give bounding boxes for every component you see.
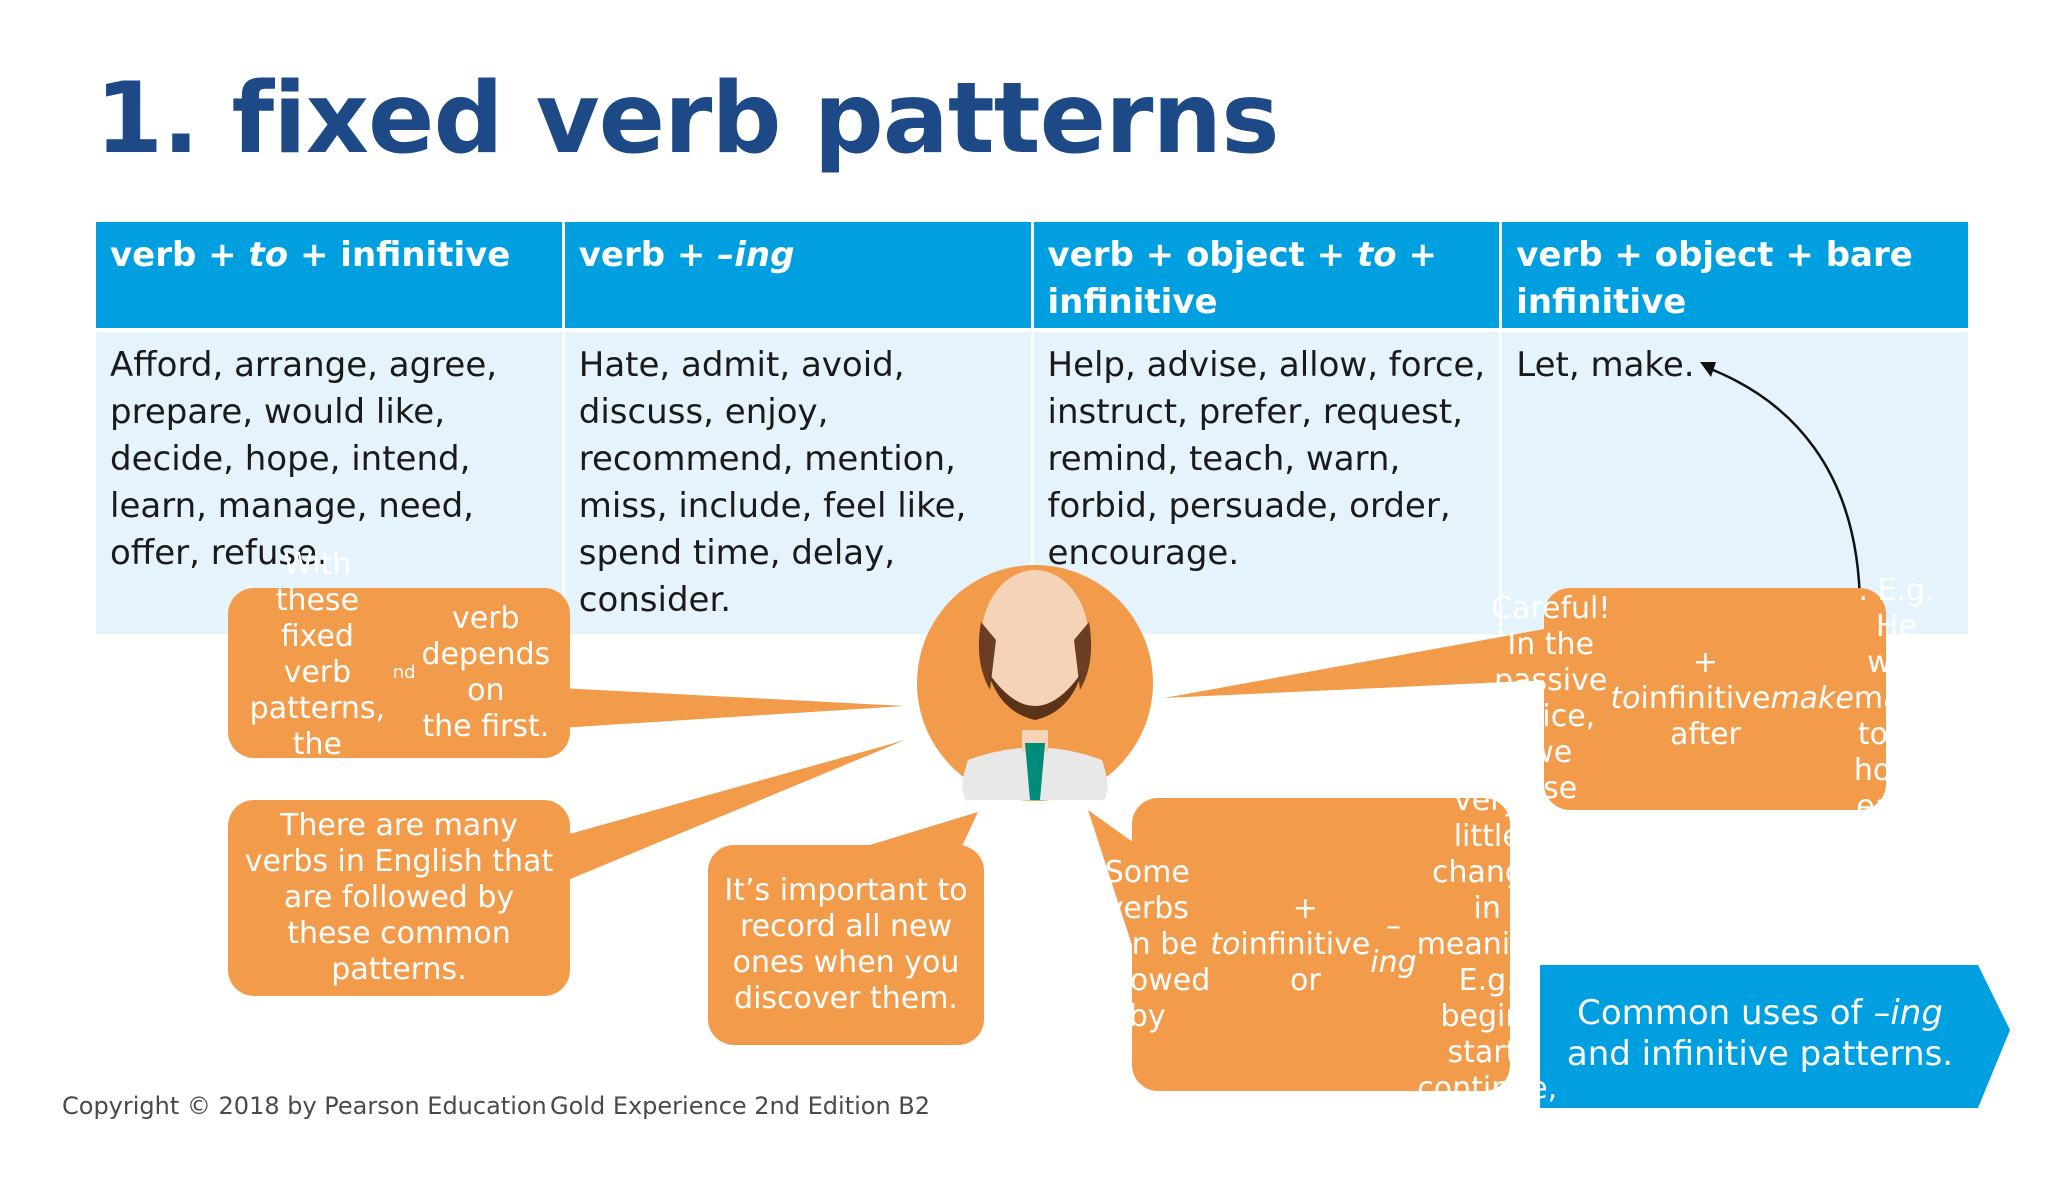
cell-verb-ing: Hate, admit, avoid, discuss, enjoy, reco… <box>564 332 1031 634</box>
slide-title: 1. fixed verb patterns <box>95 62 1280 176</box>
bubble-record: It’s important to record all new ones wh… <box>708 845 984 1045</box>
arrow-banner-icon <box>1540 965 2010 1108</box>
bubble-many-verbs: There are many verbs in English that are… <box>228 800 570 996</box>
common-uses-link[interactable]: Common uses of –ing and infinitive patte… <box>1566 993 1954 1074</box>
verb-patterns-table: verb + to + infinitive verb + –ing verb … <box>96 222 1968 634</box>
curved-arrow-icon <box>1707 366 1862 611</box>
bubble-passive: Careful! In the passive voice, we use to… <box>1491 573 1939 824</box>
tail-no-change <box>1088 810 1172 945</box>
tail-passive <box>1164 628 1550 698</box>
header-verb-ing: verb + –ing <box>564 222 1031 328</box>
bubble-second-verb: With these fixed verb patterns, the 2nd … <box>228 547 570 798</box>
arrow-head <box>1700 362 1716 377</box>
cell-verb-object-to-infinitive: Help, advise, allow, force, instruct, pr… <box>1033 332 1500 634</box>
copyright: Copyright © 2018 by Pearson Education <box>62 1092 547 1120</box>
header-verb-object-bare-infinitive: verb + object + bare infinitive <box>1502 222 1968 328</box>
header-verb-object-to-infinitive: verb + object + to + infinitive <box>1033 222 1500 328</box>
tail-many-verbs <box>555 740 905 880</box>
cell-verb-object-bare-infinitive: Let, make. <box>1502 332 1968 634</box>
bubble-no-change: Some verbs can be followed by to + infin… <box>1084 710 1558 1178</box>
callout-tails <box>555 362 2010 1108</box>
teacher-avatar-icon <box>917 565 1153 801</box>
book-title: Gold Experience 2nd Edition B2 <box>550 1092 931 1120</box>
tail-second-verb <box>560 688 905 728</box>
cell-verb-to-infinitive: Afford, arrange, agree, prepare, would l… <box>96 332 562 634</box>
header-verb-to-infinitive: verb + to + infinitive <box>96 222 562 328</box>
